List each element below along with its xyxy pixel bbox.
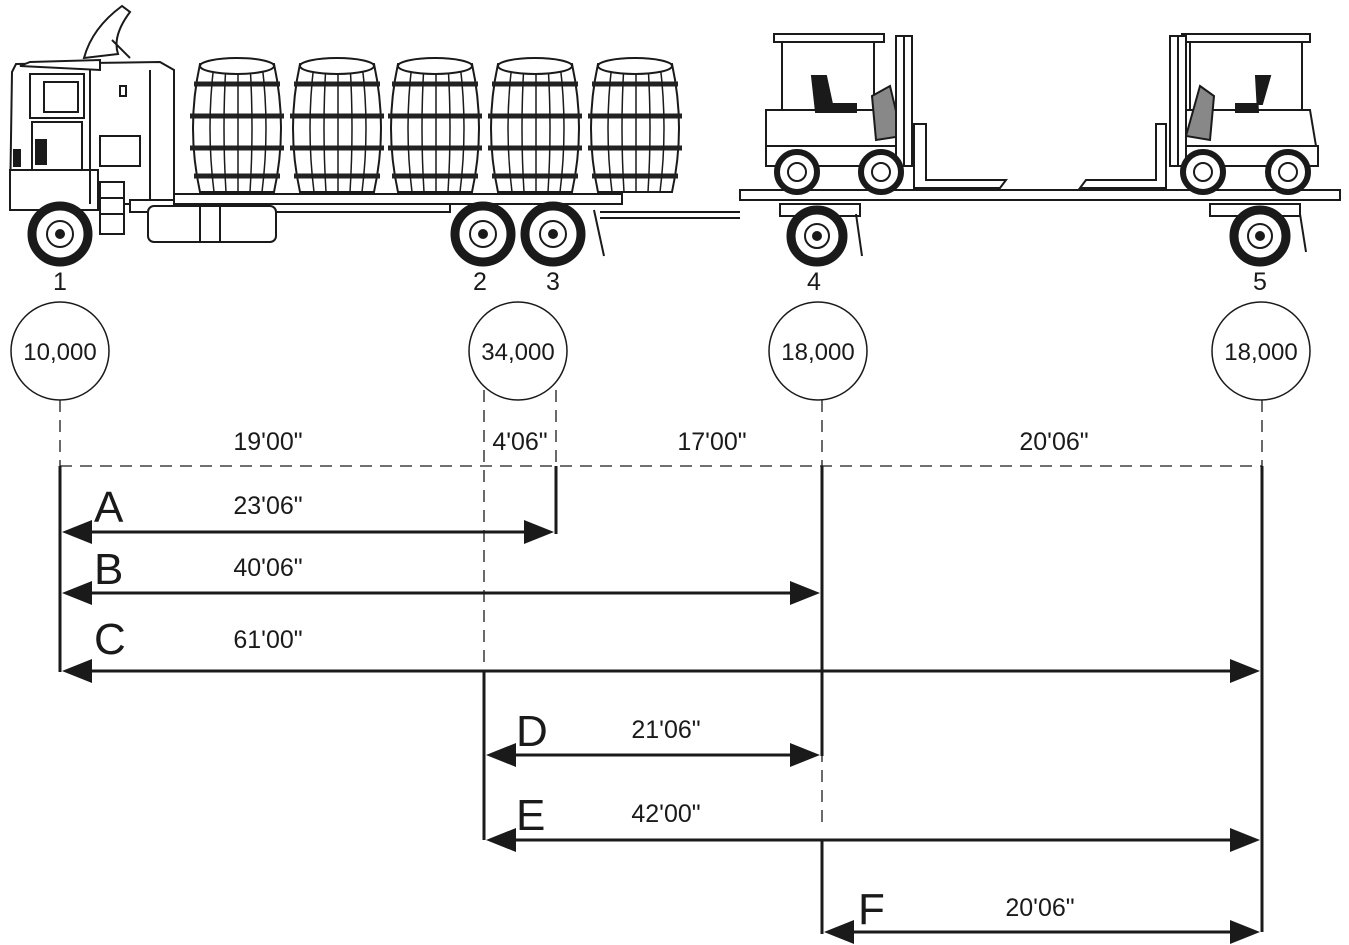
wheel [520, 201, 586, 267]
span-dimensions [58, 466, 1264, 944]
axle-number-2: 2 [473, 268, 487, 296]
road-wheels [27, 201, 1291, 267]
span-e [486, 828, 1260, 852]
wheel [27, 201, 93, 267]
span-letter-e: E [516, 791, 545, 840]
barrel [190, 57, 284, 193]
weight-circle [1211, 301, 1311, 401]
span-d [482, 594, 824, 840]
span-length-d: 21'06" [631, 716, 700, 744]
span-letter-a: A [94, 483, 124, 532]
truck-chassis [129, 199, 451, 243]
wheel [450, 201, 516, 267]
axle-spacings: 19'00" 4'06" 17'00" 20'06" [233, 428, 1088, 456]
span-length-e: 42'00" [631, 800, 700, 828]
extension-lines [59, 390, 1263, 830]
forklift-wheels [774, 149, 1311, 195]
spacing-label-3-4: 17'00" [677, 428, 746, 456]
barrel [388, 57, 482, 193]
spacing-label-1-2: 19'00" [233, 428, 302, 456]
barrel [588, 57, 682, 193]
weight-circle [768, 301, 868, 401]
axle-number-1: 1 [53, 268, 67, 296]
span-length-b: 40'06" [233, 554, 302, 582]
span-b [58, 466, 824, 605]
weight-label-axle-5: 18,000 [1224, 339, 1297, 366]
span-c [58, 466, 1264, 932]
axle-numbers: 1 2 3 4 5 [53, 268, 1267, 296]
wheel [1229, 205, 1291, 267]
axle-weight-labels: 10,000 34,000 18,000 18,000 [23, 339, 1297, 366]
span-length-a: 23'06" [233, 492, 302, 520]
span-labels: A 23'06" B 40'06" C 61'00" D 21'06" E 42… [94, 483, 1075, 934]
lead-trailer-deck [173, 193, 740, 257]
forklift [765, 33, 1008, 189]
barrel [488, 57, 582, 193]
wheel [786, 205, 848, 267]
axle-weights [10, 301, 1311, 401]
span-letter-c: C [94, 615, 126, 664]
span-f [820, 840, 1260, 944]
axle-number-3: 3 [546, 268, 560, 296]
barrel [290, 57, 384, 193]
barrels [190, 57, 682, 193]
axle-number-5: 5 [1253, 268, 1267, 296]
span-length-f: 20'06" [1005, 894, 1074, 922]
span-letter-f: F [858, 885, 885, 934]
weight-label-axle-1: 10,000 [23, 339, 96, 366]
span-length-c: 61'00" [233, 626, 302, 654]
truck-cab [8, 4, 175, 235]
weight-label-axles-2-3: 34,000 [481, 339, 554, 366]
span-letter-b: B [94, 545, 123, 594]
spacing-label-2-3: 4'06" [492, 428, 547, 456]
span-a [58, 466, 558, 544]
truck-trailer-illustration [8, 4, 1341, 267]
weight-circle [468, 301, 568, 401]
span-letter-d: D [516, 707, 548, 756]
spacing-label-4-5: 20'06" [1019, 428, 1088, 456]
weight-label-axle-4: 18,000 [781, 339, 854, 366]
axle-number-4: 4 [807, 268, 821, 296]
